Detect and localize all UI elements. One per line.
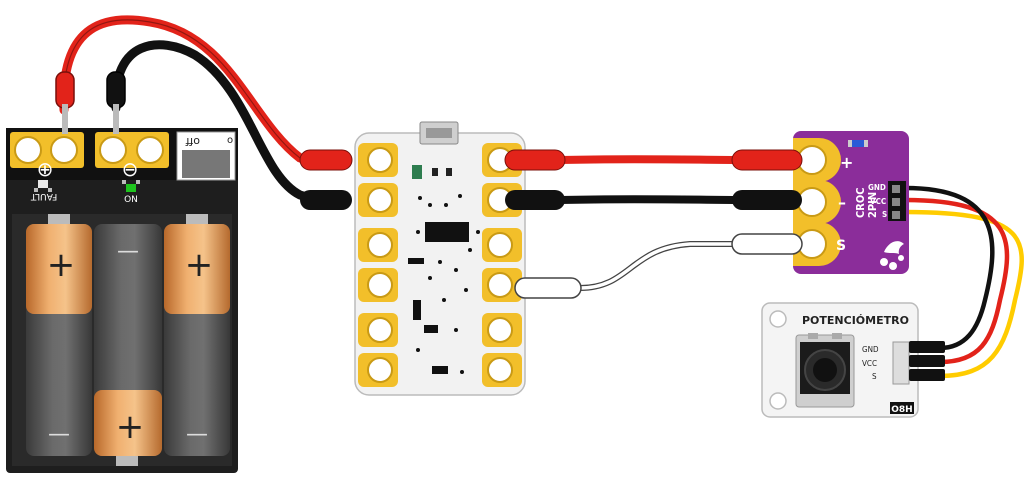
potentiometer-module: POTENCIÓMETRO GND VCC S O8H	[761, 302, 945, 418]
cell-1-minus: —	[48, 422, 70, 447]
pot-pin-gnd: GND	[862, 345, 879, 354]
croc-s-label: S	[836, 238, 846, 254]
fault-led	[38, 180, 48, 188]
croc-pin-header[interactable]	[888, 181, 906, 221]
cell-2-minus: —	[117, 239, 139, 264]
switch-o-label: o	[227, 135, 233, 146]
croc-pin-gnd: GND	[868, 183, 886, 192]
board-left-pads[interactable]	[358, 143, 398, 387]
black-wire-croc	[559, 195, 741, 204]
croc-plus-label: +	[840, 153, 853, 172]
module-croc-clips	[731, 149, 803, 255]
fault-label: FAULT	[30, 191, 57, 201]
croc-pin-vcc: VCC	[870, 197, 886, 206]
croc-title-line1: CROC	[854, 187, 867, 218]
cell-3-plus: +	[185, 245, 214, 285]
red-wire-croc	[559, 155, 741, 164]
battery-cell-1: + —	[26, 214, 92, 456]
board-croc-clips	[299, 149, 582, 299]
battery-cell-2: — +	[94, 224, 162, 466]
battery-plus-symbol: ⊕	[37, 157, 54, 181]
pot-pin-header[interactable]	[892, 341, 945, 385]
potentiometer-knob[interactable]	[795, 333, 855, 408]
controller-board	[299, 121, 582, 396]
battery-minus-symbol: ⊖	[122, 157, 139, 181]
pot-pin-vcc: VCC	[862, 359, 877, 368]
battery-croc-clips	[55, 71, 126, 134]
croc-pads[interactable]	[793, 138, 841, 266]
black-wire-pot	[904, 185, 995, 351]
main-chip	[425, 222, 469, 242]
croc-logo-icon	[880, 241, 904, 270]
croc-title-line2: 2PIN	[866, 192, 879, 218]
on-label: ON	[124, 195, 138, 205]
battery-cell-3: + —	[164, 214, 230, 456]
cell-3-minus: —	[186, 422, 208, 447]
croc-2pin-module: + – S CROC 2PIN GND VCC S	[731, 131, 909, 274]
pot-badge: O8H	[891, 405, 912, 415]
battery-holder: off o ⊕ ⊖ FAULT ON + — — +	[6, 128, 238, 473]
cell-1-plus: +	[47, 245, 76, 285]
pot-title: POTENCIÓMETRO	[802, 314, 909, 327]
switch-off-label: off	[185, 135, 200, 148]
power-switch[interactable]: off o	[176, 131, 236, 181]
on-led	[126, 184, 136, 192]
pot-pin-s: S	[872, 372, 877, 381]
croc-pin-s: S	[882, 210, 887, 219]
red-wire-pot	[904, 197, 1010, 365]
cell-2-plus: +	[116, 407, 145, 447]
croc-minus-label: –	[838, 193, 846, 212]
